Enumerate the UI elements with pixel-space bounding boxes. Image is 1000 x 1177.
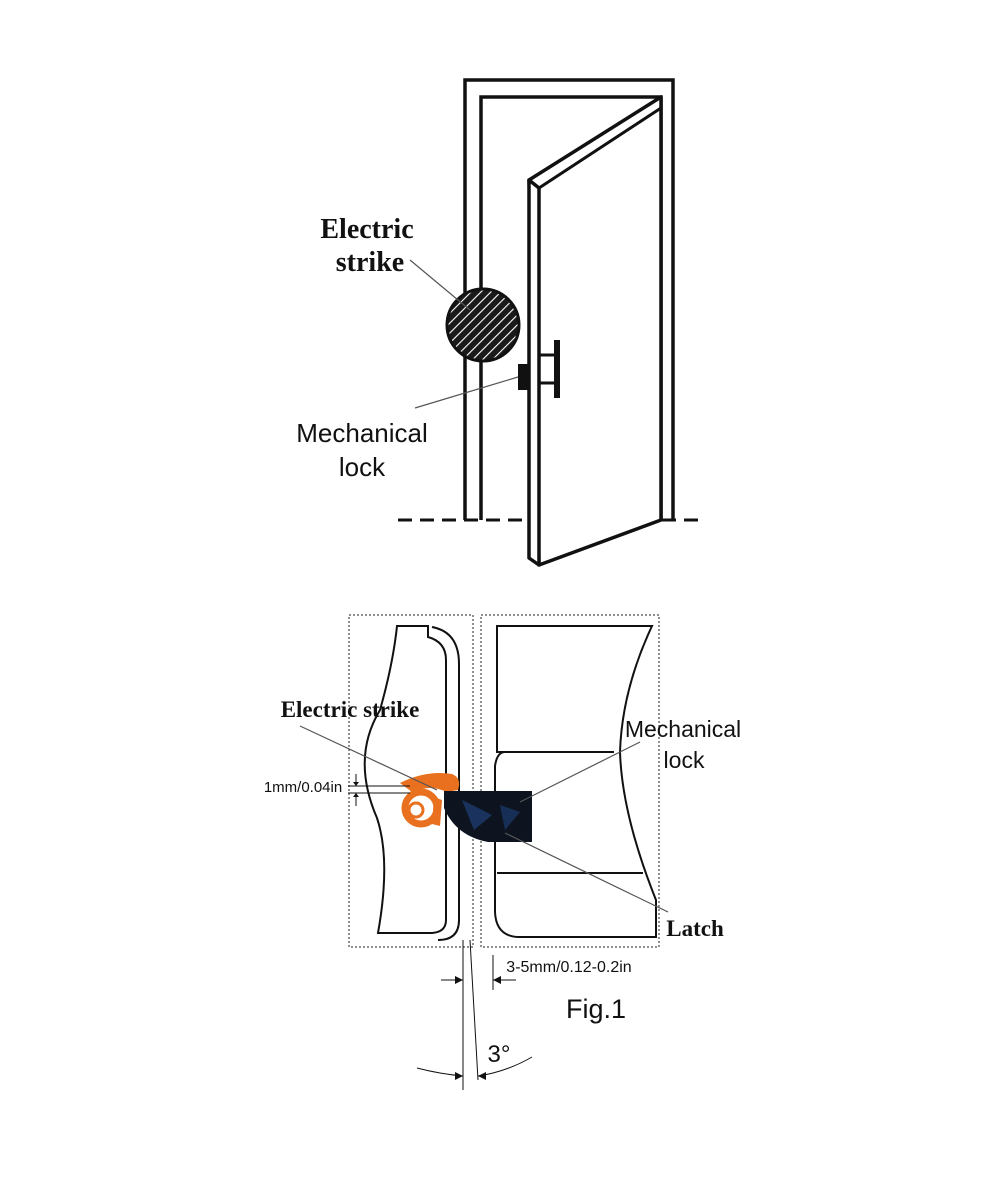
electric-strike-part	[400, 773, 460, 828]
door-leaf	[527, 95, 663, 567]
top-electric-strike-label-line2: strike	[336, 247, 404, 278]
clearance-dimension	[441, 940, 516, 1090]
clearance-dimension-label: 3-5mm/0.12-0.2in	[506, 959, 631, 976]
bottom-mechanical-lock-label-line1: Mechanical	[625, 716, 741, 742]
figure-label: Fig.1	[566, 994, 626, 1024]
bottom-electric-strike-leader	[299, 725, 438, 791]
door-boundary	[480, 614, 660, 948]
gap-dimension-label: 1mm/0.04in	[264, 779, 342, 796]
latch-and-lock	[444, 791, 532, 842]
angle-label: 3°	[488, 1041, 511, 1068]
latch-label: Latch	[666, 916, 724, 941]
bottom-mechanical-lock-leader	[519, 741, 641, 803]
door-illustration: Electric strike Mechanical lock	[296, 78, 700, 567]
top-electric-strike-label-line1: Electric	[320, 214, 413, 245]
electric-strike-magnifier	[445, 287, 521, 363]
bottom-mechanical-lock-label-line2: lock	[664, 747, 705, 773]
cross-section-illustration: Electric strike Mechanical lock Latch 1m…	[264, 614, 741, 1090]
mechanical-lock-block	[518, 364, 530, 390]
top-mechanical-lock-label-line1: Mechanical	[296, 418, 428, 448]
top-mechanical-lock-label-line2: lock	[339, 452, 386, 482]
gap-dimension	[348, 774, 410, 806]
bottom-electric-strike-label: Electric strike	[281, 697, 420, 722]
door-handle	[540, 340, 560, 398]
angle-indicator	[416, 939, 533, 1081]
mechanical-lock-leader	[414, 376, 519, 409]
electric-strike-leader	[409, 259, 471, 311]
door-profile	[494, 625, 657, 938]
frame-boundary	[348, 614, 474, 948]
latch-leader	[504, 832, 669, 913]
